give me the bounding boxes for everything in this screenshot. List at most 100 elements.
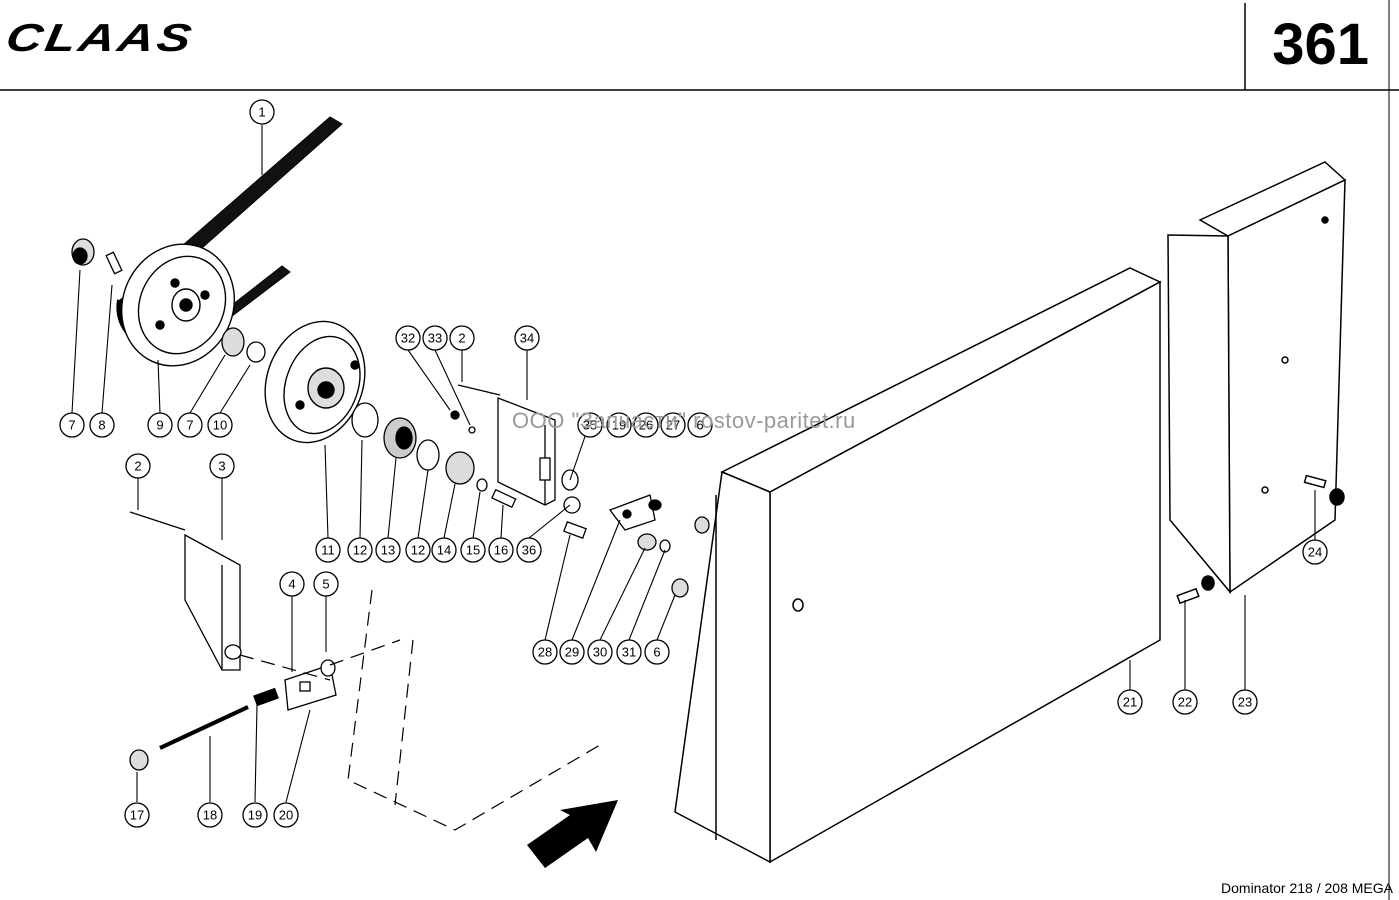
svg-text:11: 11 <box>321 543 335 558</box>
callout-33: 33 <box>422 325 448 351</box>
callout-7a: 7 <box>59 412 85 438</box>
svg-text:8: 8 <box>98 418 105 433</box>
svg-text:22: 22 <box>1178 695 1192 710</box>
bearing-stack <box>351 402 517 509</box>
callout-17: 17 <box>124 802 150 828</box>
watermark-text: ООО "Запчасти" rostov-paritet.ru <box>512 408 856 433</box>
svg-text:4: 4 <box>288 577 295 592</box>
svg-text:6: 6 <box>653 645 660 660</box>
callout-9: 9 <box>147 412 173 438</box>
callout-21: 21 <box>1117 689 1143 715</box>
svg-text:33: 33 <box>428 331 442 346</box>
svg-text:29: 29 <box>565 645 579 660</box>
svg-text:18: 18 <box>203 808 217 823</box>
callout-30: 30 <box>587 639 613 665</box>
callout-22: 22 <box>1172 689 1198 715</box>
svg-text:9: 9 <box>156 418 163 433</box>
svg-text:14: 14 <box>437 543 451 558</box>
callout-32: 32 <box>395 325 421 351</box>
callout-35: 35 <box>577 412 603 438</box>
svg-text:23: 23 <box>1238 695 1252 710</box>
callout-18: 18 <box>197 802 223 828</box>
cover-plate-3 <box>129 511 242 671</box>
svg-text:28: 28 <box>538 645 552 660</box>
callout-28: 28 <box>532 639 558 665</box>
svg-text:3: 3 <box>218 459 225 474</box>
svg-text:36: 36 <box>522 543 536 558</box>
svg-text:35: 35 <box>583 418 597 433</box>
svg-text:19: 19 <box>612 418 626 433</box>
callout-19b: 19 <box>242 802 268 828</box>
svg-text:20: 20 <box>279 808 293 823</box>
svg-text:5: 5 <box>322 577 329 592</box>
right-pulley <box>264 320 366 444</box>
svg-text:19: 19 <box>248 808 262 823</box>
leader-lines <box>71 125 1316 803</box>
svg-text:15: 15 <box>466 543 480 558</box>
lever-assembly <box>561 469 710 598</box>
svg-text:7: 7 <box>68 418 75 433</box>
chute-outline <box>239 589 601 831</box>
callout-layer: 1 7 8 9 7 10 32 33 2 34 35 19 26 27 6 2 … <box>59 99 1328 828</box>
page-number: 361 <box>1272 12 1369 77</box>
callout-10: 10 <box>207 412 233 438</box>
callout-19a: 19 <box>606 412 632 438</box>
callout-4: 4 <box>279 571 305 597</box>
callout-6b: 6 <box>644 639 670 665</box>
callout-23: 23 <box>1232 689 1258 715</box>
svg-text:13: 13 <box>381 543 395 558</box>
left-pulley <box>120 243 236 367</box>
side-panel-21 <box>674 267 1162 864</box>
svg-text:2: 2 <box>458 331 465 346</box>
svg-text:12: 12 <box>353 543 367 558</box>
callout-2b: 2 <box>125 453 151 479</box>
model-footer: Dominator 218 / 208 MEGA <box>1221 880 1393 896</box>
direction-arrow <box>527 800 618 868</box>
callout-13: 13 <box>375 537 401 563</box>
svg-text:17: 17 <box>130 808 144 823</box>
callout-24: 24 <box>1302 539 1328 565</box>
svg-text:21: 21 <box>1123 695 1137 710</box>
callout-14: 14 <box>431 537 457 563</box>
svg-text:12: 12 <box>411 543 425 558</box>
svg-text:27: 27 <box>666 418 680 433</box>
callout-11: 11 <box>315 537 341 563</box>
callout-20: 20 <box>273 802 299 828</box>
svg-text:1: 1 <box>258 105 265 120</box>
side-panel-23 <box>1167 161 1347 605</box>
svg-text:30: 30 <box>593 645 607 660</box>
callout-27: 27 <box>660 412 686 438</box>
svg-text:32: 32 <box>401 331 415 346</box>
callout-1: 1 <box>249 99 275 125</box>
callout-12a: 12 <box>347 537 373 563</box>
callout-29: 29 <box>559 639 585 665</box>
small-parts-left <box>71 238 266 363</box>
callout-34: 34 <box>514 325 540 351</box>
callout-12b: 12 <box>405 537 431 563</box>
svg-text:10: 10 <box>213 418 227 433</box>
callout-36: 36 <box>516 537 542 563</box>
callout-5: 5 <box>313 571 339 597</box>
latch-plate-4 <box>129 659 337 771</box>
svg-text:2: 2 <box>134 459 141 474</box>
callout-31: 31 <box>616 639 642 665</box>
callout-26: 26 <box>633 412 659 438</box>
callout-15: 15 <box>460 537 486 563</box>
svg-text:16: 16 <box>494 543 508 558</box>
svg-text:7: 7 <box>186 418 193 433</box>
svg-text:26: 26 <box>639 418 653 433</box>
callout-7b: 7 <box>177 412 203 438</box>
callout-2a: 2 <box>449 325 475 351</box>
svg-text:34: 34 <box>520 331 534 346</box>
callout-6a: 6 <box>687 412 713 438</box>
svg-text:31: 31 <box>622 645 636 660</box>
callout-16: 16 <box>488 537 514 563</box>
svg-text:6: 6 <box>696 418 703 433</box>
svg-text:24: 24 <box>1308 545 1322 560</box>
callout-8: 8 <box>89 412 115 438</box>
bracket-34 <box>450 384 556 506</box>
callout-3: 3 <box>209 453 235 479</box>
